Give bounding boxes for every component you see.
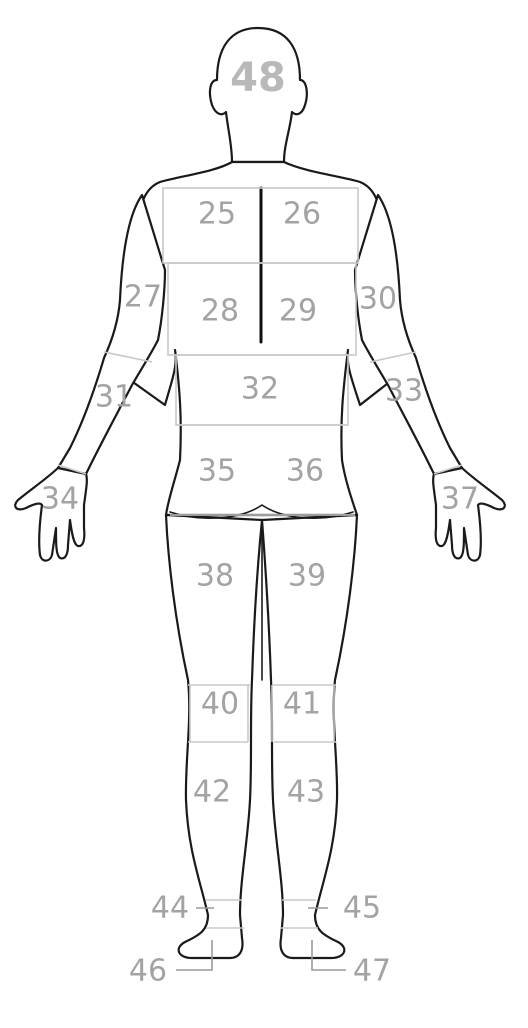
zone-lines (57, 187, 463, 929)
region-label-37: 37 (441, 482, 479, 517)
region-label-28: 28 (201, 294, 239, 329)
region-label-35: 35 (198, 454, 236, 489)
region-label-25: 25 (198, 197, 236, 232)
region-label-41: 41 (283, 687, 321, 722)
left-arm (14, 193, 167, 562)
region-label-33: 33 (385, 374, 423, 409)
region-label-30: 30 (359, 282, 397, 317)
leader-lines (176, 907, 346, 971)
region-label-44: 44 (151, 891, 189, 926)
right-arm (353, 193, 506, 562)
region-label-45: 45 (343, 891, 381, 926)
region-labels: 48 25 26 27 28 29 30 31 32 33 34 35 36 3… (41, 55, 479, 989)
region-label-46: 46 (129, 954, 167, 989)
region-label-40: 40 (201, 687, 239, 722)
region-label-31: 31 (95, 380, 133, 415)
region-label-32: 32 (241, 372, 279, 407)
legs (164, 504, 359, 960)
region-label-36: 36 (286, 454, 324, 489)
region-label-47: 47 (353, 954, 391, 989)
region-label-48: 48 (230, 55, 286, 101)
region-label-34: 34 (41, 482, 79, 517)
region-label-39: 39 (288, 559, 326, 594)
region-label-27: 27 (124, 280, 162, 315)
region-label-42: 42 (193, 775, 231, 810)
region-label-26: 26 (283, 197, 321, 232)
region-label-29: 29 (279, 294, 317, 329)
region-label-38: 38 (196, 559, 234, 594)
region-label-43: 43 (287, 775, 325, 810)
